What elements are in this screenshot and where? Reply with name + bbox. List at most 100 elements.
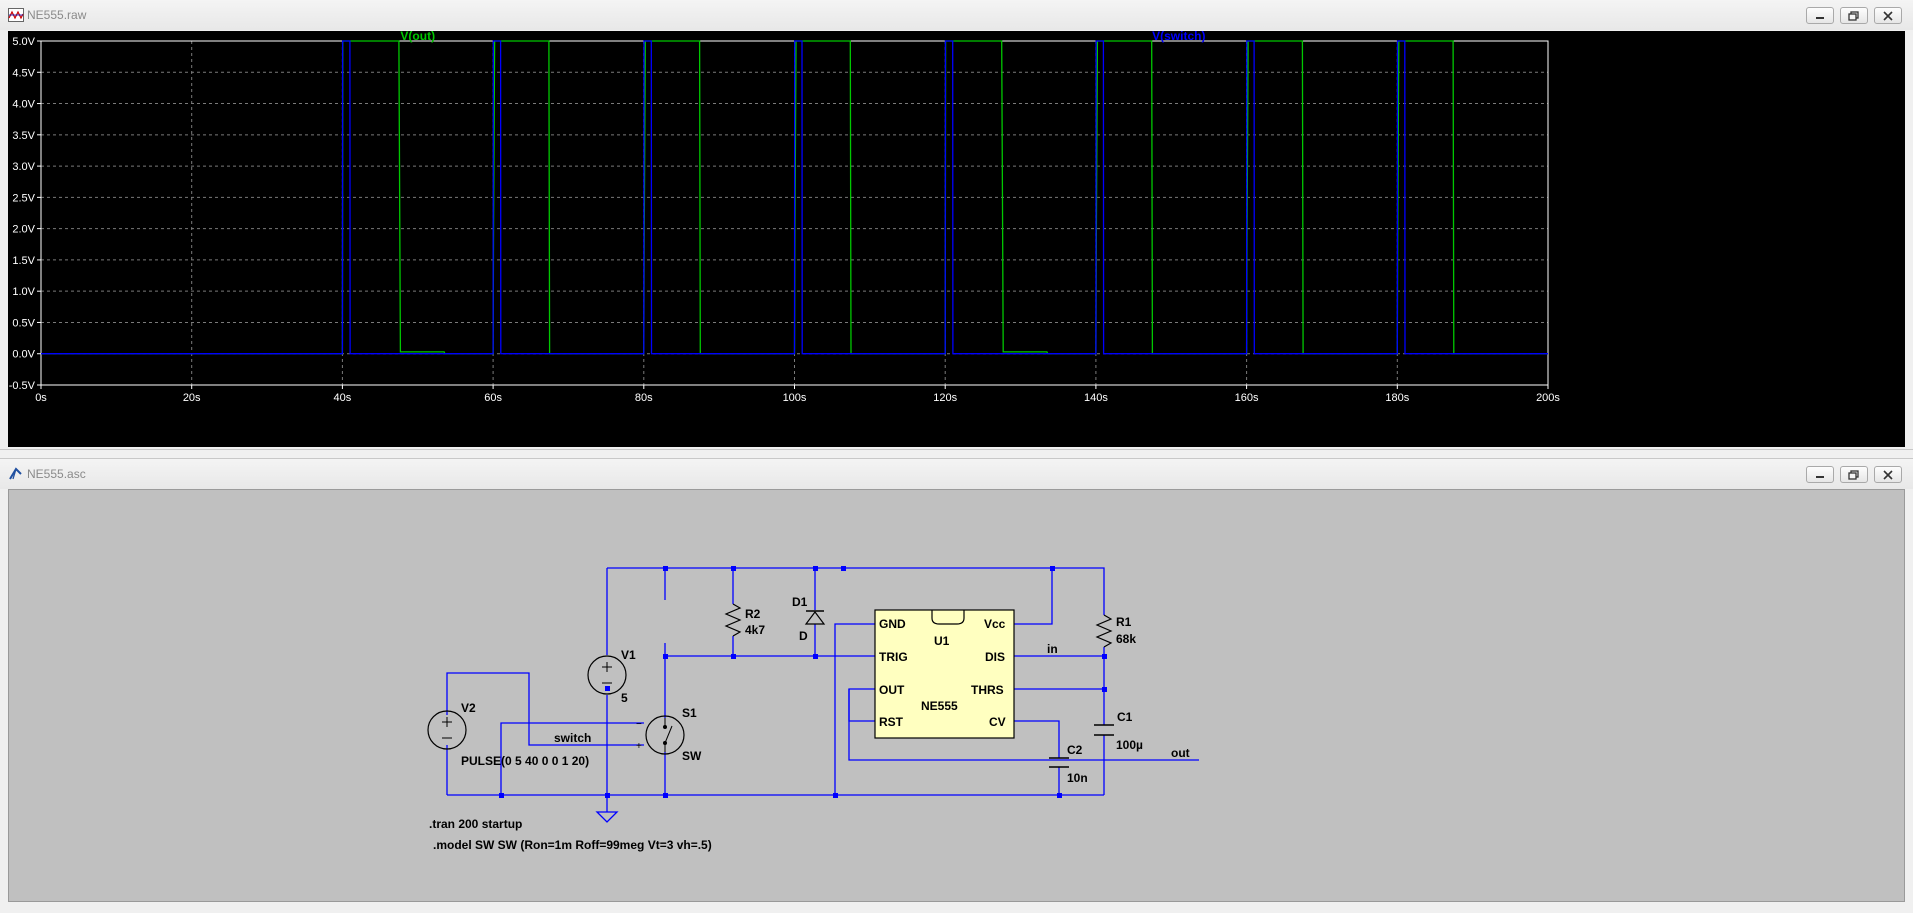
pin-out: OUT <box>879 683 905 697</box>
schematic-window: NE555.asc <box>0 458 1913 913</box>
c2-value: 10n <box>1067 771 1088 785</box>
legend-vswitch: V(switch) <box>1152 31 1205 43</box>
net-label-out[interactable]: out <box>1171 746 1190 760</box>
v2-ref: V2 <box>461 701 476 715</box>
net-label-switch[interactable]: switch <box>554 731 591 745</box>
r1-ref: R1 <box>1116 615 1132 629</box>
series-line-vswitch <box>41 40 1548 355</box>
svg-text:−: − <box>636 719 642 730</box>
junction-dots <box>499 566 1107 798</box>
schematic-titlebar[interactable]: NE555.asc <box>0 459 1913 489</box>
u1-ref: U1 <box>934 634 950 648</box>
x-tick-label: 100s <box>783 392 807 404</box>
switch-s1[interactable]: − + S1 SW <box>636 706 702 763</box>
close-button[interactable] <box>1874 7 1902 24</box>
c2-ref: C2 <box>1067 743 1083 757</box>
voltage-source-v1[interactable]: V1 5 <box>587 648 636 705</box>
r2-ref: R2 <box>745 607 761 621</box>
y-tick-label: -0.5V <box>9 380 36 392</box>
x-tick-label: 140s <box>1084 392 1108 404</box>
waveform-chart[interactable]: 5.0V 4.5V 4.0V 3.5V 3.0V 2.5V 2.0V 1.5V 1.0V 0.5V… <box>8 29 1905 447</box>
x-tick-label: 180s <box>1385 392 1409 404</box>
waveform-plot-pane[interactable]: 5.0V 4.5V 4.0V 3.5V 3.0V 2.5V 2.0V 1.5V 1.0V 0.5V… <box>8 29 1905 447</box>
y-tick-label: 5.0V <box>12 36 35 48</box>
restore-button[interactable] <box>1840 466 1868 483</box>
wires <box>446 567 1199 812</box>
x-tick-label: 0s <box>35 392 47 404</box>
resistor-r2[interactable]: R2 4k7 <box>724 603 765 637</box>
svg-text:+: + <box>636 741 642 752</box>
x-tick-label: 120s <box>933 392 957 404</box>
model-directive[interactable]: .model SW SW (Ron=1m Roff=99meg Vt=3 vh=… <box>433 838 712 852</box>
v1-value: 5 <box>621 691 628 705</box>
u1-value: NE555 <box>921 699 958 713</box>
minimize-icon <box>1816 17 1824 19</box>
restore-icon <box>1848 11 1859 21</box>
pin-vcc: Vcc <box>984 617 1006 631</box>
close-button[interactable] <box>1874 466 1902 483</box>
y-tick-label: 4.0V <box>12 99 35 111</box>
close-icon <box>1883 11 1893 21</box>
c1-ref: C1 <box>1117 710 1133 724</box>
x-tick-label: 200s <box>1536 392 1560 404</box>
y-tick-label: 3.5V <box>12 130 35 142</box>
plot-traces <box>41 40 1548 355</box>
s1-value: SW <box>682 749 702 763</box>
schematic-app-icon <box>9 467 22 480</box>
c1-value: 100µ <box>1116 738 1143 752</box>
tran-directive[interactable]: .tran 200 startup <box>429 817 522 831</box>
schematic-canvas[interactable]: R2 4k7 R1 68k D1 D V1 <box>8 489 1905 902</box>
x-tick-label: 160s <box>1235 392 1259 404</box>
d1-ref: D1 <box>792 595 808 609</box>
schematic-window-title: NE555.asc <box>27 467 86 481</box>
minimize-icon <box>1816 476 1824 478</box>
v1-ref: V1 <box>621 648 636 662</box>
capacitor-c2[interactable]: C2 10n <box>1049 743 1088 785</box>
pin-trig: TRIG <box>879 650 908 664</box>
schematic-drawing[interactable]: R2 4k7 R1 68k D1 D V1 <box>9 490 1906 903</box>
pin-dis: DIS <box>985 650 1005 664</box>
plot-legend: V(out) V(switch) <box>400 29 1205 43</box>
waveform-app-icon <box>8 8 24 22</box>
x-tick-label: 80s <box>635 392 653 404</box>
ic-u1-ne555[interactable]: U1 NE555 GND Vcc TRIG DIS OUT THRS RST C… <box>874 609 1015 739</box>
r2-value: 4k7 <box>745 623 765 637</box>
capacitor-c1[interactable]: C1 100µ <box>1094 710 1143 752</box>
x-tick-label: 20s <box>183 392 201 404</box>
resistor-r1[interactable]: R1 68k <box>1095 614 1136 648</box>
d1-value: D <box>799 629 808 643</box>
minimize-button[interactable] <box>1806 466 1834 483</box>
x-tick-label: 60s <box>484 392 502 404</box>
bottom-strip <box>0 903 1913 913</box>
pin-cv: CV <box>989 715 1006 729</box>
plot-axes: 5.0V 4.5V 4.0V 3.5V 3.0V 2.5V 2.0V 1.5V 1.0V 0.5V… <box>9 36 1561 404</box>
r1-value: 68k <box>1116 632 1136 646</box>
y-tick-label: 0.0V <box>12 349 35 361</box>
y-tick-label: 3.0V <box>12 161 35 173</box>
legend-vout: V(out) <box>400 31 435 43</box>
restore-icon <box>1848 470 1859 480</box>
y-tick-label: 2.0V <box>12 224 35 236</box>
ground-symbol <box>595 811 619 823</box>
waveform-window: NE555.raw 5.0V 4.5V 4.0V 3.5V 3.0V 2.5V 2.0V 1.… <box>0 0 1913 450</box>
v2-value: PULSE(0 5 40 0 0 1 20) <box>461 754 589 768</box>
waveform-titlebar[interactable]: NE555.raw <box>0 0 1913 30</box>
net-label-in[interactable]: in <box>1047 642 1058 656</box>
restore-button[interactable] <box>1840 7 1868 24</box>
diode-d1[interactable]: D1 D <box>792 595 826 643</box>
s1-ref: S1 <box>682 706 697 720</box>
y-tick-label: 1.0V <box>12 286 35 298</box>
x-tick-label: 40s <box>334 392 352 404</box>
y-tick-label: 2.5V <box>12 192 35 204</box>
pin-gnd: GND <box>879 617 906 631</box>
close-icon <box>1883 470 1893 480</box>
y-tick-label: 1.5V <box>12 255 35 267</box>
y-tick-label: 4.5V <box>12 67 35 79</box>
waveform-window-title: NE555.raw <box>27 8 87 22</box>
minimize-button[interactable] <box>1806 7 1834 24</box>
plot-grid <box>41 41 1548 385</box>
pin-thrs: THRS <box>971 683 1004 697</box>
voltage-source-v2[interactable]: V2 PULSE(0 5 40 0 0 1 20) <box>427 701 589 768</box>
pin-rst: RST <box>879 715 904 729</box>
y-tick-label: 0.5V <box>12 317 35 329</box>
